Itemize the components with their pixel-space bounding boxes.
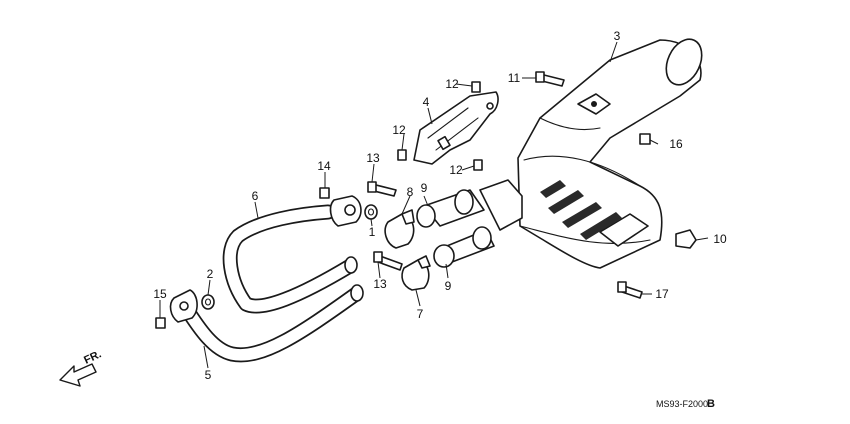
callout-7: 7 [417,307,424,321]
callout-10: 10 [713,232,727,246]
gasket-1[interactable] [364,204,378,220]
callout-9a: 9 [421,181,428,195]
exhaust-pipe-lower[interactable] [169,284,364,363]
bolt-11[interactable] [535,71,565,87]
callout-1: 1 [369,225,376,239]
callout-12a: 12 [445,77,459,91]
bolt-12a[interactable] [471,81,481,93]
callout-13b: 13 [373,277,387,291]
callout-11: 11 [508,71,521,85]
bolt-12b[interactable] [397,149,407,161]
exhaust-pipe-upper[interactable] [222,195,362,314]
callout-15: 15 [153,287,167,301]
leader-lines [159,41,709,369]
front-direction-arrow: FR. [59,348,103,387]
callout-9b: 9 [445,279,452,293]
clamp-lower[interactable] [401,255,431,291]
nut-16[interactable] [639,133,651,145]
diagram-code-suffix: B [707,398,715,410]
joint-sleeve-lower[interactable] [433,226,495,268]
callout-12b: 12 [392,123,406,137]
bolt-12c[interactable] [473,159,483,171]
bolt-17[interactable] [617,281,643,299]
diagram-code: MS93-F2000 [656,399,708,409]
joint-sleeve-upper[interactable] [416,189,485,228]
clamp-upper[interactable] [384,209,415,249]
nut-14[interactable] [319,187,330,199]
callout-14: 14 [317,159,331,173]
callout-13a: 13 [366,151,380,165]
callout-5: 5 [205,368,212,382]
callout-6: 6 [252,189,259,203]
gasket-2[interactable] [201,294,215,310]
clip-10[interactable] [675,229,697,249]
callout-2: 2 [207,267,214,281]
callout-8: 8 [407,185,414,199]
heat-protector[interactable] [413,91,499,165]
callout-16: 16 [669,137,683,151]
callout-17: 17 [655,287,669,301]
callout-12c: 12 [449,163,463,177]
callout-3: 3 [614,29,621,43]
muffler[interactable] [479,33,709,269]
callout-4: 4 [423,95,430,109]
front-direction-label: FR. [82,348,103,366]
nut-15[interactable] [155,317,166,329]
bolt-13a[interactable] [367,181,397,197]
bolt-13b[interactable] [373,251,403,271]
